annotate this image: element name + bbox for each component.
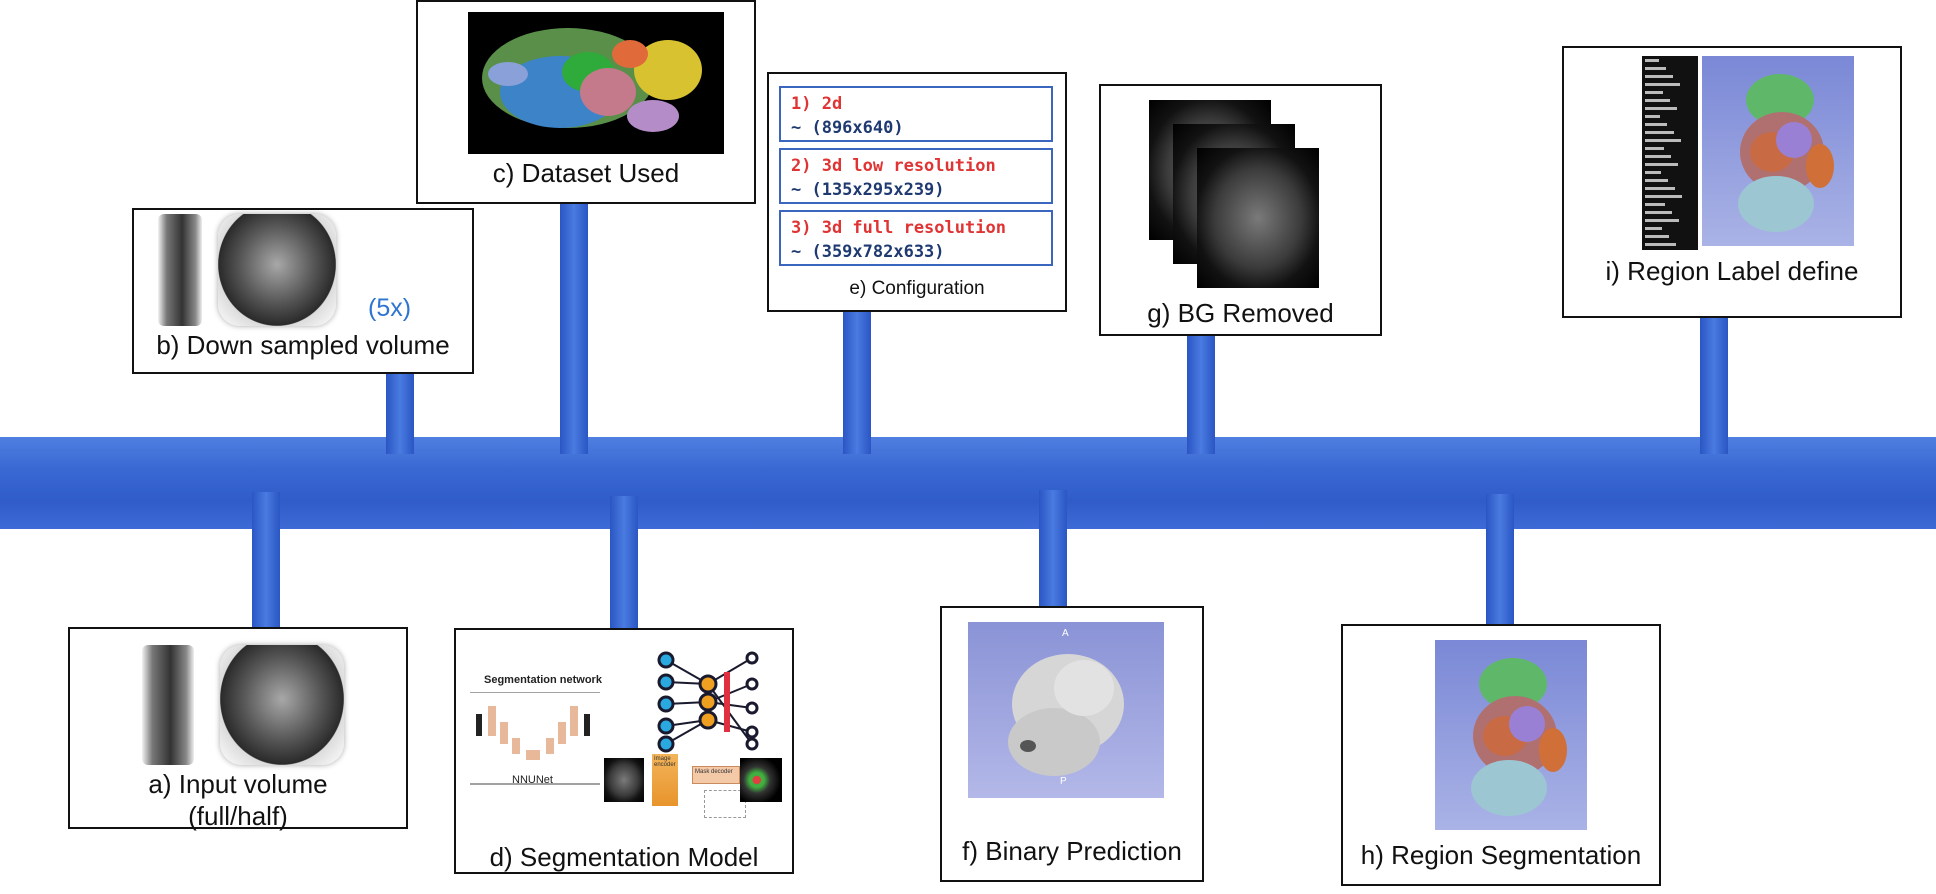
downsampled-slice [218, 214, 336, 326]
label-list-line [1645, 115, 1660, 118]
pipeline-output-scan [740, 758, 782, 802]
config-name-2d: 1) 2d [791, 94, 843, 114]
label-list-line [1645, 99, 1670, 102]
binary-prediction-svg [1008, 654, 1124, 776]
config-item-3d-low: 2) 3d low resolution ~ (135x295x239) [779, 148, 1053, 204]
nnunet-label: NNUNet [512, 774, 553, 786]
label-list-line [1645, 75, 1673, 78]
config-size-3d-full: ~ (359x782x633) [791, 242, 945, 262]
bg-removed-slice-3 [1197, 148, 1319, 288]
stage-a-input-volume: a) Input volume (full/half) [68, 627, 408, 831]
stage-f-binary-prediction: A P f) Binary Prediction [940, 606, 1204, 882]
stage-e-configuration: 1) 2d ~ (896x640) 2) 3d low resolution ~… [767, 72, 1067, 312]
label-list-line [1645, 163, 1678, 166]
stage-g-bg-removed: g) BG Removed [1099, 84, 1382, 336]
mask-decoder-label: Mask decoder [695, 769, 733, 775]
downsampled-slice-narrow [158, 214, 202, 326]
connector-e [843, 310, 871, 454]
label-list-panel [1642, 56, 1698, 250]
label-list-line [1645, 107, 1677, 110]
config-name-3d-full: 3) 3d full resolution [791, 218, 1006, 238]
label-list-line [1645, 83, 1680, 86]
stage-c-dataset-used: c) Dataset Used [416, 0, 756, 204]
stage-d-segmentation-model: Segmentation network NNUNet [454, 628, 794, 874]
pipeline-prompt-boxes [704, 790, 746, 818]
segmentation-network-title: Segmentation network [484, 674, 602, 686]
connector-b [386, 368, 414, 454]
label-list-line [1645, 179, 1668, 182]
label-list-line [1645, 171, 1661, 174]
config-item-2d: 1) 2d ~ (896x640) [779, 86, 1053, 142]
unet-svg [470, 691, 600, 785]
neural-network-icon [652, 644, 772, 754]
label-list-line [1645, 211, 1672, 214]
neural-network-svg [657, 651, 759, 753]
stage-f-caption: f) Binary Prediction [962, 836, 1182, 866]
connector-c [560, 200, 588, 454]
label-list-line [1645, 91, 1663, 94]
config-size-3d-low: ~ (135x295x239) [791, 180, 945, 200]
stage-h-region-segmentation: h) Region Segmentation [1341, 624, 1661, 886]
stage-a-caption-sub: (full/half) [188, 801, 288, 831]
connector-f [1039, 490, 1067, 608]
region-label-render [1702, 56, 1854, 246]
pipeline-mask-decoder: Mask decoder [692, 766, 740, 784]
image-encoder-label: Image encoder [654, 756, 676, 768]
label-list-lines [1645, 59, 1682, 246]
stage-h-caption: h) Region Segmentation [1360, 840, 1642, 870]
anterior-marker: A [1062, 628, 1069, 639]
connector-i [1700, 318, 1728, 454]
region-label-svg [1738, 74, 1834, 232]
connector-d [610, 496, 638, 628]
label-list-line [1645, 123, 1667, 126]
label-list-line [1645, 67, 1666, 70]
atlas-svg [482, 28, 702, 132]
region-segmentation-render [1435, 640, 1587, 830]
label-list-line [1645, 243, 1676, 246]
stage-b-downsampled-volume: (5x) b) Down sampled volume [132, 208, 474, 374]
downsample-factor: (5x) [368, 294, 412, 322]
binary-prediction-render: A P [968, 622, 1164, 798]
label-list-line [1645, 59, 1659, 62]
stage-c-caption: c) Dataset Used [492, 158, 680, 188]
stage-b-caption: b) Down sampled volume [156, 330, 450, 360]
stage-e-caption: e) Configuration [849, 278, 985, 299]
label-list-line [1645, 219, 1679, 222]
region-segmentation-svg [1471, 658, 1567, 816]
stage-i-region-label-define: i) Region Label define [1562, 46, 1902, 318]
unet-diagram [470, 691, 600, 786]
label-list-line [1645, 155, 1671, 158]
posterior-marker: P [1060, 776, 1067, 787]
input-volume-slice-narrow [142, 645, 194, 765]
label-list-line [1645, 235, 1669, 238]
config-size-2d: ~ (896x640) [791, 118, 904, 138]
connector-g [1187, 330, 1215, 454]
timeline-bar [0, 437, 1936, 529]
label-list-line [1645, 227, 1662, 230]
stage-i-caption: i) Region Label define [1605, 256, 1859, 286]
stage-d-caption: d) Segmentation Model [489, 842, 759, 872]
label-list-line [1645, 187, 1675, 190]
stage-a-caption: a) Input volume [148, 769, 328, 799]
config-name-3d-low: 2) 3d low resolution [791, 156, 996, 176]
label-list-line [1645, 131, 1674, 134]
stage-g-caption: g) BG Removed [1147, 298, 1334, 328]
input-volume-slice [220, 645, 344, 765]
label-list-line [1645, 139, 1681, 142]
pipeline-image-encoder: Image encoder [652, 754, 678, 806]
connector-a [252, 492, 280, 627]
label-list-line [1645, 203, 1665, 206]
label-list-line [1645, 147, 1664, 150]
dataset-atlas-image [468, 12, 724, 154]
pipeline-input-scan [604, 758, 644, 802]
label-list-line [1645, 195, 1682, 198]
connector-h [1486, 494, 1514, 624]
config-item-3d-full: 3) 3d full resolution ~ (359x782x633) [779, 210, 1053, 266]
